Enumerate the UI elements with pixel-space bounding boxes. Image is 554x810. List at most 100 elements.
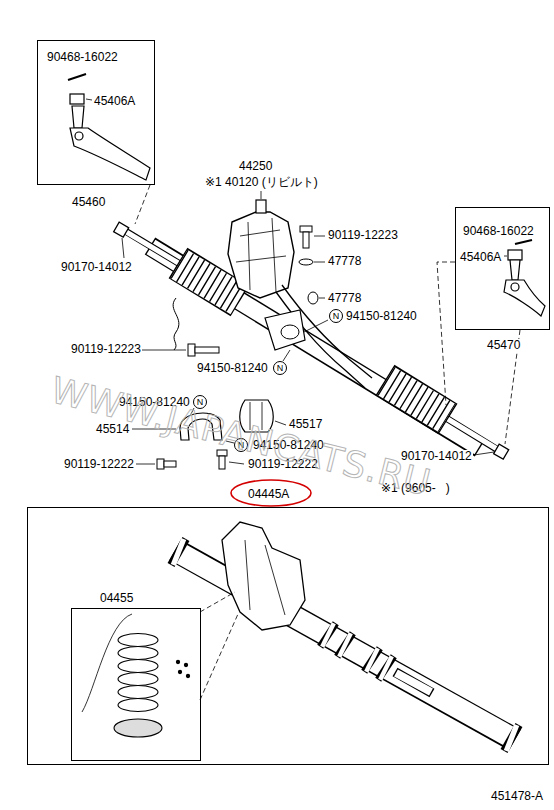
leader-lines-part <box>86 99 92 100</box>
part-number: 90119-12222 <box>63 458 135 470</box>
leader-lines-part <box>283 350 290 361</box>
steering-rack-assembly-part <box>195 347 219 353</box>
rack-housing-assembly-part <box>176 551 181 553</box>
part-number: 45517 <box>288 418 323 430</box>
part-number: 90119-12223 <box>70 343 142 355</box>
kit-number: 04455 <box>99 592 134 604</box>
steering-rack-assembly-part <box>178 263 240 301</box>
tie-rod-end-right-part <box>511 283 519 291</box>
leader-lines-part <box>275 421 286 425</box>
steering-rack-assembly-part <box>265 310 305 350</box>
leader-lines-part <box>261 191 262 199</box>
steering-rack-assembly-part <box>494 444 509 459</box>
highlight-ring <box>231 480 311 506</box>
leader-lines-part <box>122 238 124 258</box>
rack-housing-assembly-part <box>395 672 432 693</box>
part-number: 47778 <box>327 292 362 304</box>
leader-lines-part <box>314 236 325 237</box>
rack-housing-assembly-part <box>325 633 331 637</box>
part-frame: 04445A04455 <box>27 507 549 765</box>
rack-housing-assembly-part <box>245 540 285 615</box>
seal-kit-part <box>114 719 162 737</box>
leader-lines-part <box>474 452 494 455</box>
rack-housing-assembly-part <box>343 644 347 646</box>
symbol-letter: N <box>333 312 340 321</box>
steering-rack-assembly-part <box>122 229 180 264</box>
leader-lines-part <box>314 262 325 263</box>
leader-lines-part <box>136 464 155 465</box>
leader-lines-part <box>504 256 507 257</box>
steering-rack-assembly-part <box>303 232 309 248</box>
rebuilt-note: ※1 40120 (リビルト) <box>204 176 319 188</box>
rack-housing-assembly-part <box>383 666 389 670</box>
steering-rack-assembly-part <box>173 298 179 350</box>
symbol-circle: N <box>329 309 343 323</box>
tie-rod-end-right <box>504 240 545 316</box>
symbol-letter: N <box>277 364 284 373</box>
steering-rack-assembly-part <box>256 200 266 213</box>
part-number: 90468-16022 <box>462 225 535 237</box>
steering-rack-assembly-part <box>228 212 294 298</box>
part-number: 45406A <box>459 251 502 263</box>
steering-rack-assembly-part <box>188 344 195 356</box>
rack-housing-assembly-part <box>509 737 514 739</box>
steering-rack-assembly-part <box>386 381 447 418</box>
assembly-number: 04445A <box>247 488 290 500</box>
part-number: 94150-81240 <box>196 362 269 374</box>
steering-rack-assembly-part <box>386 381 447 418</box>
steering-rack-assembly-part <box>282 285 372 378</box>
steering-rack-assembly-part <box>157 459 164 469</box>
seal-ring <box>118 686 158 699</box>
steering-rack-assembly-part <box>299 259 313 265</box>
part-frame: 90468-1602245406A45460 <box>37 40 155 185</box>
leader-lines-part <box>229 462 244 464</box>
rack-housing-assembly-part <box>369 658 375 662</box>
steering-rack-assembly-part <box>164 461 176 467</box>
steering-rack-assembly-part <box>236 218 286 292</box>
rack-housing-assembly-part <box>222 522 305 630</box>
steering-rack-assembly-part <box>446 418 497 449</box>
part-number: 47778 <box>327 255 362 267</box>
tie-rod-end-left-part <box>68 74 86 80</box>
steering-rack-assembly-part <box>123 230 180 264</box>
tie-rod-end-right-part <box>515 240 532 244</box>
steering-rack-assembly-part <box>219 456 225 469</box>
seal-ring <box>118 673 158 686</box>
part-number: 45460 <box>71 196 106 208</box>
tie-rod-end-right-part <box>510 260 520 280</box>
part-number: 94150-81240 <box>345 310 418 322</box>
dashed-guides-part <box>200 614 238 700</box>
steering-rack-assembly-part <box>179 264 239 300</box>
steering-rack-assembly-part <box>385 380 448 419</box>
symbol-circle: N <box>273 361 287 375</box>
clip-piece <box>186 674 189 677</box>
drawing-number: 451478-A <box>490 790 544 802</box>
seal-ring <box>118 634 158 647</box>
seal-ring <box>118 699 158 712</box>
seal-ring <box>118 647 158 660</box>
part-number: 44250 <box>238 160 273 172</box>
leader-lines-part <box>304 320 328 332</box>
rack-housing-assembly-part <box>326 634 330 636</box>
tie-rod-end-left-part <box>75 132 83 140</box>
rack-housing-assembly-part <box>396 673 431 692</box>
part-number: 90119-12223 <box>327 229 399 241</box>
part-number: 45470 <box>486 339 521 351</box>
symbol-letter: N <box>197 398 204 407</box>
rack-housing-assembly-part <box>342 643 348 647</box>
seal-ring <box>118 660 158 673</box>
rack-housing-assembly <box>175 522 515 740</box>
part-frame: 90468-1602245406A45470 <box>455 207 550 330</box>
tie-rod-end-left-part <box>72 106 84 128</box>
clip-piece <box>178 670 181 673</box>
tie-rod-end-left <box>68 74 150 180</box>
tie-rod-end-left-part <box>70 94 84 104</box>
leader-lines-part <box>319 298 325 299</box>
steering-rack-assembly-part <box>179 264 239 300</box>
steering-rack-assembly-part <box>300 226 312 232</box>
rack-housing-assembly-part <box>508 736 515 740</box>
steering-rack-assembly-part <box>446 418 498 450</box>
seal-kit <box>82 614 190 737</box>
dashed-guides-part <box>135 185 150 224</box>
clip-piece <box>184 663 187 666</box>
